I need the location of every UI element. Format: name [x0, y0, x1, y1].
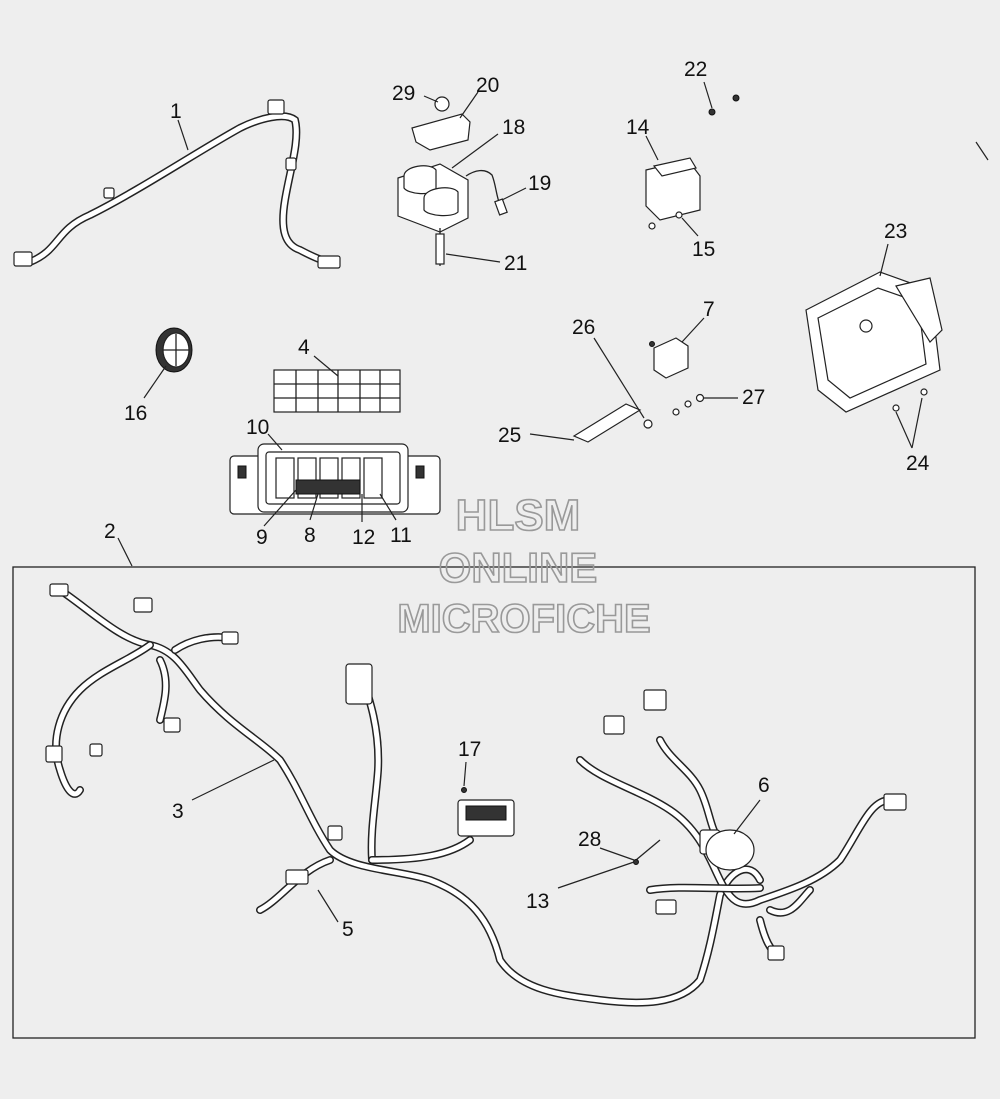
callout-19: 19 — [528, 172, 551, 195]
callout-12: 12 — [352, 526, 375, 549]
callout-24: 24 — [906, 452, 930, 475]
fuse-box-parts-8-12 — [229, 443, 441, 515]
callout-10: 10 — [246, 416, 269, 439]
bracket-part-25 — [572, 393, 705, 443]
harness-part-3 — [45, 583, 764, 1007]
callout-labels: 1 2 3 4 5 6 7 8 9 10 11 12 13 14 15 16 1… — [104, 58, 930, 941]
callout-14: 14 — [626, 116, 650, 139]
grommet-part-16 — [155, 327, 193, 373]
callout-3: 3 — [172, 800, 184, 823]
callout-9: 9 — [256, 526, 268, 549]
callout-16: 16 — [124, 402, 147, 425]
callout-5: 5 — [342, 918, 354, 941]
harness-frame — [12, 566, 976, 1039]
watermark: HLSM ONLINE MICROFICHE — [397, 490, 652, 642]
callout-7: 7 — [703, 298, 715, 321]
callout-25: 25 — [498, 424, 521, 447]
watermark-line-3: MICROFICHE — [397, 597, 650, 641]
callout-15: 15 — [692, 238, 715, 261]
callout-21: 21 — [504, 252, 527, 275]
callout-27: 27 — [742, 386, 765, 409]
callout-11: 11 — [390, 524, 412, 547]
callout-6: 6 — [758, 774, 770, 797]
watermark-line-2: ONLINE — [439, 544, 598, 591]
callout-8: 8 — [304, 524, 316, 547]
harness-part-1 — [13, 99, 341, 269]
relay-part-7 — [649, 337, 689, 379]
fuse-label-part-4 — [273, 369, 401, 413]
module-part-14 — [645, 94, 740, 230]
callout-17: 17 — [458, 738, 481, 761]
callout-18: 18 — [502, 116, 525, 139]
callout-23: 23 — [884, 220, 907, 243]
watermark-line-1: HLSM — [456, 491, 581, 540]
ecu-part-23 — [805, 271, 943, 413]
callout-13: 13 — [526, 890, 549, 913]
callout-2: 2 — [104, 520, 116, 543]
callout-1: 1 — [170, 100, 182, 123]
callout-29: 29 — [392, 82, 415, 105]
harness-part-6 — [461, 689, 907, 961]
leader-lines — [117, 81, 989, 923]
callout-28: 28 — [578, 828, 601, 851]
callout-26: 26 — [572, 316, 595, 339]
callout-22: 22 — [684, 58, 707, 81]
callout-4: 4 — [298, 336, 310, 359]
coil-assembly — [397, 96, 508, 266]
callout-20: 20 — [476, 74, 499, 97]
